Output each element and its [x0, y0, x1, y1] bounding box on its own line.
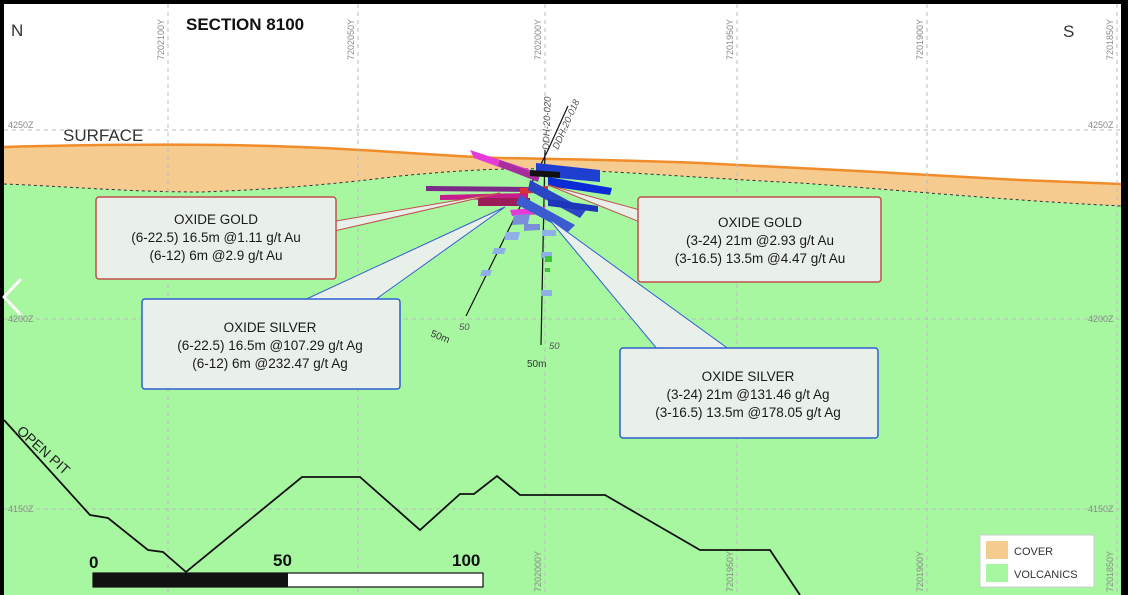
- callout-line-2: (3-16.5) 13.5m @178.05 g/t Ag: [655, 405, 841, 420]
- callout-heading: OXIDE GOLD: [718, 215, 802, 230]
- callout-heading: OXIDE SILVER: [224, 320, 317, 335]
- northing-top-6: 7201850Y: [1105, 19, 1115, 60]
- legend-swatch-cover: [986, 541, 1008, 559]
- callout-line-1: (6-22.5) 16.5m @107.29 g/t Ag: [177, 338, 363, 353]
- surface-label: SURFACE: [63, 126, 143, 145]
- callout-oxide-gold-right: OXIDE GOLD (3-24) 21m @2.93 g/t Au (3-16…: [547, 184, 882, 283]
- legend-swatch-volcanics: [986, 564, 1008, 582]
- legend: COVER VOLCANICS: [979, 534, 1095, 588]
- drillhole-depth-label: 50: [549, 341, 560, 352]
- northing-bottom-2: 7201950Y: [725, 551, 735, 592]
- open-pit-outline: [3, 419, 801, 595]
- callout-oxide-silver-left: OXIDE SILVER (6-22.5) 16.5m @107.29 g/t …: [141, 206, 506, 390]
- northing-top-5: 7201900Y: [915, 19, 925, 60]
- elevation-4200-left: 4200Z: [8, 314, 34, 324]
- compass-north: N: [11, 21, 23, 40]
- callout-line-2: (6-12) 6m @232.47 g/t Ag: [192, 356, 348, 371]
- drillhole-depth-label: 50: [459, 322, 470, 333]
- elevation-4200-right: 4200Z: [1088, 314, 1114, 324]
- legend-label-volcanics: VOLCANICS: [1014, 569, 1078, 581]
- callout-line-1: (3-24) 21m @2.93 g/t Au: [686, 233, 834, 248]
- section-title: SECTION 8100: [186, 15, 304, 34]
- northing-top-1: 7202100Y: [156, 19, 166, 60]
- chevron-left-icon[interactable]: [0, 276, 26, 318]
- callout-line-2: (3-16.5) 13.5m @4.47 g/t Au: [675, 251, 846, 266]
- callout-heading: OXIDE SILVER: [702, 369, 795, 384]
- cover-unit: [4, 144, 1121, 206]
- legend-label-cover: COVER: [1014, 546, 1053, 558]
- callout-heading: OXIDE GOLD: [174, 212, 258, 227]
- northing-top-2: 7202050Y: [346, 19, 356, 60]
- elevation-4150-right: 4150Z: [1088, 504, 1114, 514]
- compass-south: S: [1063, 22, 1074, 41]
- scale-label-0: 0: [89, 553, 98, 572]
- elevation-4250-left: 4250Z: [8, 120, 34, 130]
- scale-label-50: 50: [273, 551, 292, 570]
- scale-bar: 0 50 100: [89, 551, 484, 588]
- surface-line: [3, 143, 1122, 186]
- elevation-4150-left: 4150Z: [8, 504, 34, 514]
- scale-label-100: 100: [452, 551, 480, 570]
- northing-top-4: 7201950Y: [725, 19, 735, 60]
- elevation-4250-right: 4250Z: [1088, 120, 1114, 130]
- callout-line-2: (6-12) 6m @2.9 g/t Au: [149, 248, 282, 263]
- cover-contact-line: [3, 168, 1122, 207]
- northing-top-3: 7202000Y: [533, 19, 543, 60]
- drillhole-end-label: 50m: [527, 359, 546, 370]
- callout-line-1: (3-24) 21m @131.46 g/t Ag: [666, 387, 829, 402]
- assay-bars: [426, 150, 612, 296]
- drillhole-id-label: DDH-20-020: [541, 96, 554, 150]
- callout-oxide-gold-left: OXIDE GOLD (6-22.5) 16.5m @1.11 g/t Au (…: [95, 192, 501, 280]
- northing-bottom-3: 7201900Y: [915, 551, 925, 592]
- callout-line-1: (6-22.5) 16.5m @1.11 g/t Au: [131, 230, 301, 245]
- grid-vertical: [167, 4, 1118, 595]
- northing-bottom-4: 7201850Y: [1105, 551, 1115, 592]
- callout-oxide-silver-right: OXIDE SILVER (3-24) 21m @131.46 g/t Ag (…: [547, 217, 879, 439]
- northing-bottom-1: 7202000Y: [533, 551, 543, 592]
- drillhole-ddh-20-020: DDH-20-020 50 50m: [527, 96, 560, 370]
